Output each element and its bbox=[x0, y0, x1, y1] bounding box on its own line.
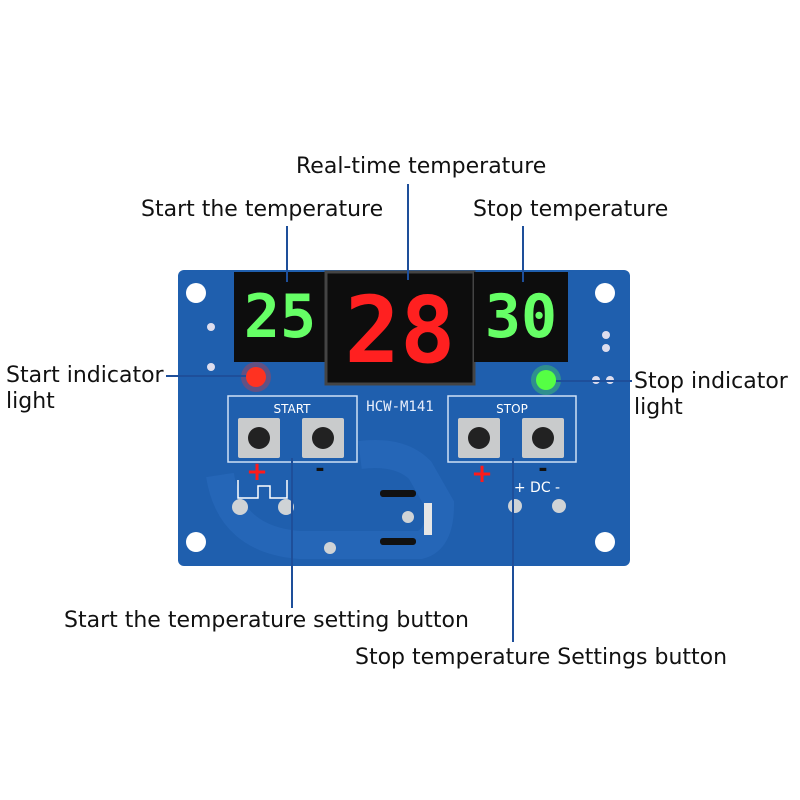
solder-pad bbox=[602, 331, 610, 339]
terminal-pad bbox=[324, 542, 336, 554]
solder-pad bbox=[207, 323, 215, 331]
start-minus-sign: - bbox=[315, 457, 324, 482]
terminal-pad bbox=[552, 499, 566, 513]
mounting-hole bbox=[595, 532, 615, 552]
stop-group-label: STOP bbox=[496, 402, 528, 416]
start-indicator-light-label: Start indicator light bbox=[6, 363, 164, 414]
start-display-frame bbox=[234, 272, 326, 362]
dc-label: + DC - bbox=[514, 480, 560, 496]
start-plus-sign: + bbox=[246, 457, 268, 487]
start-display-digits: 25 bbox=[244, 282, 316, 352]
stop-plus-sign: + bbox=[471, 459, 493, 489]
solder-pad bbox=[207, 363, 215, 371]
stop-minus-sign: - bbox=[538, 457, 547, 482]
start-indicator-led bbox=[246, 367, 266, 387]
terminal-pad bbox=[402, 511, 414, 523]
start-indicator-led-glow bbox=[241, 362, 271, 392]
mounting-hole bbox=[595, 283, 615, 303]
stop-indicator-led bbox=[536, 370, 556, 390]
leader-lines bbox=[166, 184, 632, 642]
stop-temperature-label: Stop temperature bbox=[473, 197, 669, 222]
stop-indicator-led-glow bbox=[531, 365, 561, 395]
mounting-hole bbox=[186, 532, 206, 552]
mounting-hole bbox=[186, 283, 206, 303]
component-bar bbox=[380, 538, 416, 545]
stop-indicator-light-label: Stop indicator light bbox=[634, 369, 788, 420]
start-group-label: START bbox=[273, 402, 311, 416]
terminal-pad bbox=[232, 499, 248, 515]
stop-display-frame bbox=[474, 272, 568, 362]
terminal-pad bbox=[508, 499, 522, 513]
stop-minus-button-cap bbox=[468, 427, 490, 449]
start-minus-button-cap bbox=[248, 427, 270, 449]
component-bar bbox=[380, 490, 416, 497]
terminal-pad bbox=[278, 499, 294, 515]
stop-setting-button-label: Stop temperature Settings button bbox=[355, 645, 728, 670]
solder-pad bbox=[602, 344, 610, 352]
component-body bbox=[424, 503, 432, 535]
start-temperature-label: Start the temperature bbox=[141, 197, 384, 222]
stop-plus-button-cap bbox=[532, 427, 554, 449]
real-time-temperature-label: Real-time temperature bbox=[296, 154, 547, 179]
stop-display-digits: 30 bbox=[485, 282, 557, 352]
pcb-trace bbox=[206, 440, 455, 559]
start-plus-button-cap bbox=[312, 427, 334, 449]
relay-outline bbox=[237, 480, 288, 499]
start-setting-button-label: Start the temperature setting button bbox=[64, 608, 469, 633]
center-display-frame bbox=[324, 270, 476, 386]
center-display-digits: 28 bbox=[345, 277, 456, 384]
board-model-label: HCW-M141 bbox=[366, 399, 433, 415]
